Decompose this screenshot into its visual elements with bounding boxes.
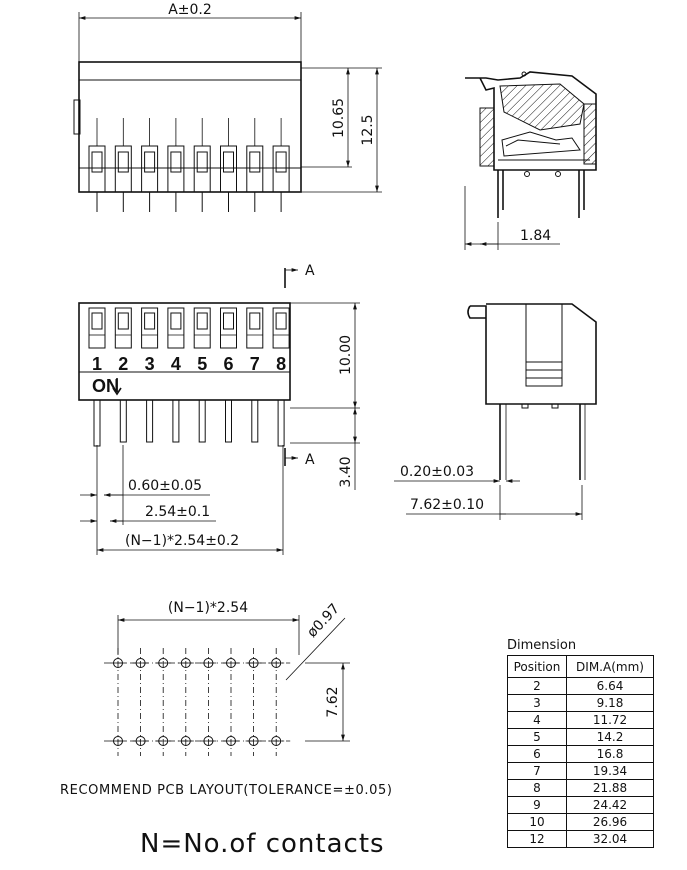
top-actuator — [220, 118, 237, 212]
position-number: 4 — [171, 354, 181, 374]
switch-pin — [225, 399, 232, 443]
top-actuator — [246, 118, 264, 212]
position-number: 6 — [223, 354, 233, 374]
switch-actuator[interactable] — [272, 307, 290, 349]
side-actuator-hatched — [499, 83, 585, 131]
switch-actuator[interactable] — [141, 307, 159, 349]
top-view-actuators — [88, 118, 290, 212]
position-number: 7 — [250, 354, 260, 374]
section-a-top-label: A — [305, 263, 315, 279]
hole-leader-line — [285, 617, 346, 681]
pcb-caption: RECOMMEND PCB LAYOUT(TOLERANCE=±0.05) — [60, 783, 393, 798]
switch-pin — [93, 399, 101, 447]
side-housing — [465, 71, 597, 171]
front-view-actuators — [88, 307, 290, 349]
switch-pin — [198, 399, 206, 443]
height-12-5-label: 12.5 — [360, 114, 376, 145]
height-10-65-label: 10.65 — [331, 98, 347, 138]
switch-actuator[interactable] — [88, 307, 106, 349]
switch-pin — [146, 399, 154, 443]
row-spacing-label: 7.62±0.10 — [410, 497, 484, 513]
top-view: A±0.2 10.65 12.5 — [73, 2, 382, 212]
pcb-span-label: (N−1)*2.54 — [168, 600, 248, 616]
top-view-latch — [73, 99, 81, 135]
height-10-00-label: 10.00 — [338, 335, 354, 375]
side-section-view: 1.84 — [464, 71, 597, 250]
footnote: N=No.of contacts — [140, 829, 385, 859]
span-label: (N−1)*2.54±0.2 — [125, 533, 239, 549]
position-number: 8 — [276, 354, 286, 374]
top-actuator — [272, 118, 290, 212]
position-number: 5 — [197, 354, 207, 374]
top-view-body — [78, 61, 302, 193]
top-actuator — [114, 118, 132, 212]
pitch-label: 2.54±0.1 — [145, 504, 210, 520]
on-arrow-icon — [112, 378, 122, 396]
front-view-body — [78, 302, 291, 401]
top-actuator — [167, 118, 185, 212]
end-view: 0.20±0.03 7.62±0.10 — [394, 303, 597, 520]
switch-actuator[interactable] — [193, 307, 211, 349]
dimension-a-label: A±0.2 — [168, 2, 212, 18]
pin-width-label: 0.60±0.05 — [128, 478, 202, 494]
top-actuator — [88, 118, 106, 212]
pcb-row-label: 7.62 — [325, 686, 341, 717]
switch-pin — [119, 399, 127, 443]
switch-pin — [277, 399, 285, 447]
front-view-pins — [93, 399, 285, 447]
height-3-40-label: 3.40 — [338, 456, 354, 487]
section-a-bottom-label: A — [305, 452, 315, 468]
table-header-position: Position — [507, 655, 567, 678]
top-actuator — [193, 118, 211, 212]
switch-pin — [251, 399, 259, 443]
switch-pin — [172, 399, 180, 443]
position-number: 3 — [145, 354, 155, 374]
end-view-body — [470, 303, 597, 405]
pcb-holes — [104, 648, 291, 756]
thickness-label: 0.20±0.03 — [400, 464, 474, 480]
position-number: 1 — [92, 354, 102, 374]
switch-actuator[interactable] — [167, 307, 185, 349]
dimension-table-caption: Dimension — [507, 638, 577, 653]
dimension-1-84-label: 1.84 — [520, 228, 551, 244]
hole-diameter-label: ø0.97 — [304, 601, 343, 641]
switch-actuator[interactable] — [246, 307, 264, 349]
switch-actuator[interactable] — [114, 307, 132, 349]
pcb-layout: (N−1)*2.54 ø0.97 7.62 RECOMMEND PCB LAYO… — [60, 600, 393, 798]
on-label: ON — [92, 376, 119, 396]
top-actuator — [141, 118, 159, 212]
position-number: 2 — [118, 354, 128, 374]
table-header-dim-a: DIM.A(mm) — [566, 655, 654, 678]
switch-actuator[interactable] — [220, 307, 237, 349]
